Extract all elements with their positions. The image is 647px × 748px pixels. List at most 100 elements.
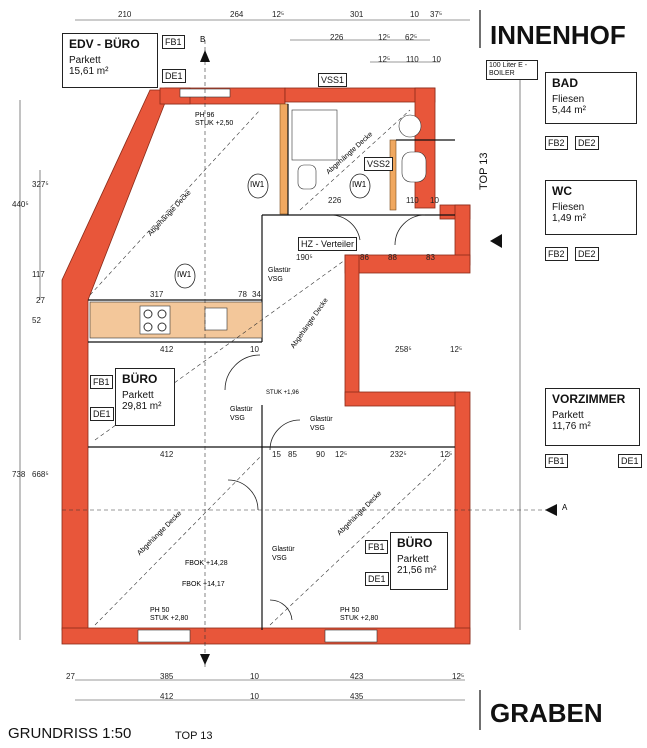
dim: 190⁵ — [296, 253, 313, 262]
room-name: BÜRO — [397, 536, 433, 550]
dim: 385 — [160, 672, 174, 681]
vsg-label: VSG — [268, 276, 283, 283]
dim: 12⁵ — [452, 672, 465, 681]
stuk-label: STUK +2,50 — [195, 120, 234, 127]
dim: 12⁵ — [440, 450, 453, 459]
graben-label: GRABEN — [490, 698, 603, 728]
glastuer-3: Glastür VSG — [310, 415, 333, 433]
stuk-label: STUK +2,80 — [340, 615, 379, 622]
door-swings — [224, 214, 426, 621]
dim: 317 — [150, 290, 164, 299]
room-label-buero2: BÜRO Parkett 21,56 m² — [390, 532, 448, 590]
tag-fb2: FB2 — [545, 247, 568, 261]
glastuer-2: Glastür VSG — [230, 405, 253, 423]
room-floor: Parkett — [69, 55, 101, 66]
tag-de1: DE1 — [618, 454, 642, 468]
tag-fb1: FB1 — [90, 375, 113, 389]
room-name: EDV - BÜRO — [69, 37, 140, 51]
dim: 10 — [250, 692, 259, 701]
tag-fb1: FB1 — [365, 540, 388, 554]
fbok-1: FBOK +14,28 — [185, 560, 228, 567]
iw1-label-3: IW1 — [177, 270, 192, 279]
dim: 34 — [252, 290, 261, 299]
dim: 668⁵ — [32, 470, 49, 479]
dim: 435 — [350, 692, 364, 701]
ph-note-1: PH 50 STUK +2,80 — [150, 607, 188, 623]
tag-de1: DE1 — [365, 572, 389, 586]
dim: 412 — [160, 692, 174, 701]
dim: 226 — [330, 33, 344, 42]
dim: 10 — [430, 196, 439, 205]
ph-label: PH 50 — [150, 607, 170, 614]
note-boiler: 100 Liter E - BOILER — [486, 60, 538, 80]
grundriss-label: GRUNDRISS 1:50 — [8, 725, 132, 742]
glastuer-4: Glastür VSG — [272, 545, 295, 563]
section-markers — [200, 50, 557, 665]
dim: 27 — [66, 672, 75, 681]
section-a-label: A — [562, 503, 568, 512]
dim: 327⁵ — [32, 180, 49, 189]
dim: 83 — [426, 253, 435, 262]
dim: 117 — [32, 270, 45, 279]
room-floor: Parkett — [397, 554, 429, 565]
dim: 88 — [388, 253, 397, 262]
dim: 12⁵ — [450, 345, 463, 354]
room-name: BÜRO — [122, 372, 158, 386]
note-vss2: VSS2 — [364, 157, 394, 171]
glastuer-label: Glastür — [272, 546, 295, 553]
ph-note-2: PH 50 STUK +2,80 — [340, 607, 378, 623]
room-area: 21,56 m² — [397, 565, 437, 576]
room-label-bad: BAD Fliesen 5,44 m² — [545, 72, 637, 124]
room-name: WC — [552, 184, 572, 198]
dim: 258⁵ — [395, 345, 412, 354]
kitchen-row — [89, 301, 263, 339]
room-area: 1,49 m² — [552, 213, 586, 224]
tag-fb1: FB1 — [162, 35, 185, 49]
room-area: 15,61 m² — [69, 66, 109, 77]
room-area: 5,44 m² — [552, 105, 586, 116]
dim: 738 — [12, 470, 26, 479]
dim: 301 — [350, 10, 364, 19]
dim: 412 — [160, 345, 174, 354]
dim: 110 — [406, 55, 419, 64]
glastuer-label: Glastür — [310, 416, 333, 423]
top-vertical-label: TOP 13 — [478, 152, 490, 190]
fbok-2: FBOK +14,17 — [182, 581, 225, 588]
dim: 90 — [316, 450, 325, 459]
dim: 78 — [238, 290, 247, 299]
dim: 232⁵ — [390, 450, 407, 459]
dim: 37⁵ — [430, 10, 443, 19]
room-floor: Fliesen — [552, 94, 585, 105]
dim: 10 — [432, 55, 441, 64]
dim: 412 — [160, 450, 174, 459]
ph-label: PH 50 — [340, 607, 360, 614]
room-area: 29,81 m² — [122, 401, 162, 412]
dim: 10 — [250, 672, 259, 681]
glastuer-label: Glastür — [268, 267, 291, 274]
dim: 264 — [230, 10, 244, 19]
tag-de2: DE2 — [575, 247, 599, 261]
stuk-label: STUK +2,80 — [150, 615, 189, 622]
dim: 10 — [250, 345, 259, 354]
tag-de1: DE1 — [162, 69, 186, 83]
room-label-edv: EDV - BÜRO Parkett 15,61 m² — [62, 33, 158, 88]
room-area: 11,76 m² — [552, 421, 591, 432]
dim: 12⁵ — [272, 10, 285, 19]
dim: 15 — [272, 450, 281, 459]
dim: 52 — [32, 316, 41, 325]
glastuer-label: Glastür — [230, 406, 253, 413]
ph-note-top: PH 96 STUK +2,50 — [195, 112, 233, 128]
tag-fb1: FB1 — [545, 454, 568, 468]
vsg-label: VSG — [310, 425, 325, 432]
tag-de2: DE2 — [575, 136, 599, 150]
dim: 62⁵ — [405, 33, 418, 42]
iw1-label-1: IW1 — [250, 180, 265, 189]
room-floor: Fliesen — [552, 202, 585, 213]
dim: 10 — [410, 10, 419, 19]
room-label-vorzimmer: VORZIMMER Parkett 11,76 m² — [545, 388, 640, 446]
room-name: VORZIMMER — [552, 392, 626, 406]
dim: 440⁵ — [12, 200, 29, 209]
dim: 85 — [288, 450, 297, 459]
